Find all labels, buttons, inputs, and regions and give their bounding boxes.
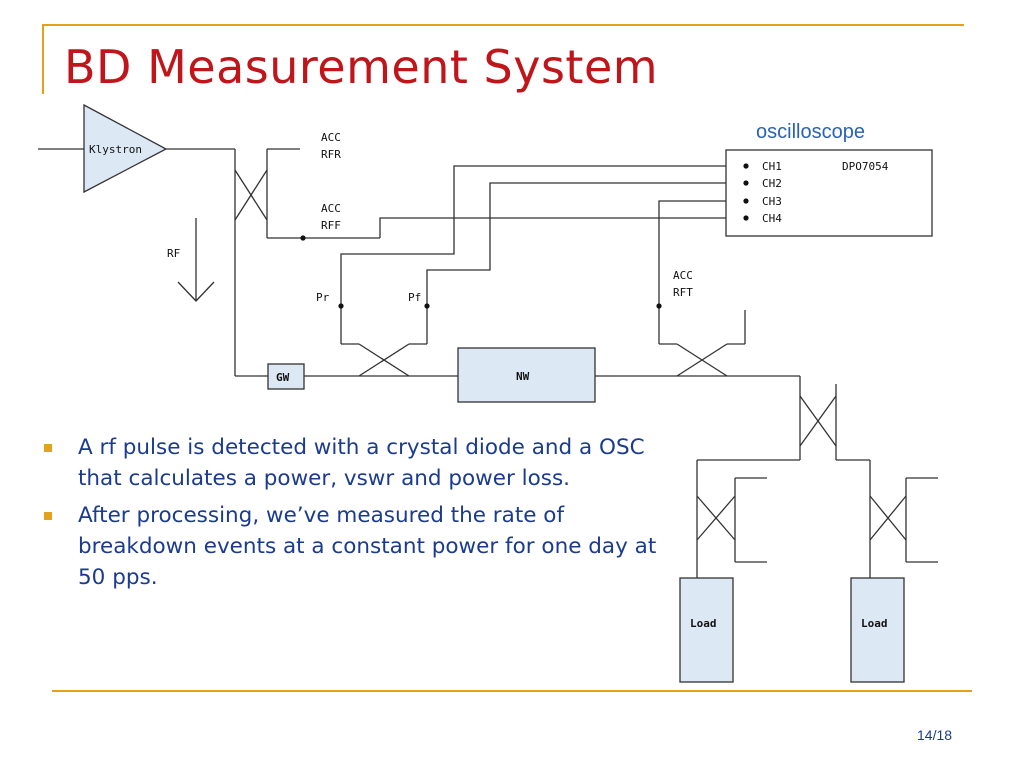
ch2-label: CH2	[762, 177, 782, 190]
gw-label: GW	[276, 371, 290, 384]
klystron-amplifier	[83, 103, 168, 194]
frame-left-rule	[42, 24, 44, 94]
bullet-text: A rf pulse is detected with a crystal di…	[78, 435, 645, 491]
ch1-label: CH1	[762, 160, 782, 173]
bullet-marker-icon	[44, 512, 52, 520]
ch3-label: CH3	[762, 195, 782, 208]
rft-dot	[656, 303, 662, 309]
load-box-left	[679, 577, 734, 683]
ch1-dot	[743, 163, 749, 169]
nw-label: NW	[516, 370, 530, 383]
pr-dot	[338, 303, 344, 309]
oscilloscope-caption: oscilloscope	[756, 121, 865, 143]
klystron-label: Klystron	[89, 143, 142, 156]
pf-label: Pf	[408, 291, 421, 304]
nw-box	[457, 347, 596, 403]
bullet-item: After processing, we’ve measured the rat…	[44, 500, 664, 593]
acc-rfr-label-line2: RFR	[321, 148, 341, 161]
ch4-dot	[743, 215, 749, 221]
load-box-right	[850, 577, 905, 683]
pf-dot	[424, 303, 430, 309]
bullet-list: A rf pulse is detected with a crystal di…	[44, 432, 664, 599]
acc-rfr-label-line1: ACC	[321, 131, 341, 144]
oscilloscope-box	[725, 149, 933, 237]
acc-rft-label-line1: ACC	[673, 269, 693, 282]
measurement-diagram: Klystron RF ACC RFR ACC RFF oscilloscope…	[38, 103, 938, 683]
bullet-item: A rf pulse is detected with a crystal di…	[44, 432, 664, 494]
slide-title: BD Measurement System	[64, 40, 659, 94]
bullet-marker-icon	[44, 444, 52, 452]
rf-label: RF	[167, 247, 180, 260]
acc-rff-label-line2: RFF	[321, 219, 341, 232]
pr-label: Pr	[316, 291, 330, 304]
ch3-dot	[743, 198, 749, 204]
oscilloscope-model: DPO7054	[842, 160, 889, 173]
frame-top-rule	[42, 24, 964, 26]
load-label-right: Load	[861, 617, 888, 630]
frame-bottom-rule	[52, 690, 972, 692]
gw-box	[267, 363, 305, 390]
bullet-text: After processing, we’ve measured the rat…	[78, 503, 657, 590]
ch2-dot	[743, 180, 749, 186]
acc-rft-label-line2: RFT	[673, 286, 693, 299]
page-number: 14/18	[917, 727, 953, 743]
acc-rff-label-line1: ACC	[321, 202, 341, 215]
rff-junction-dot	[300, 235, 306, 241]
load-label-left: Load	[690, 617, 717, 630]
ch4-label: CH4	[762, 212, 782, 225]
